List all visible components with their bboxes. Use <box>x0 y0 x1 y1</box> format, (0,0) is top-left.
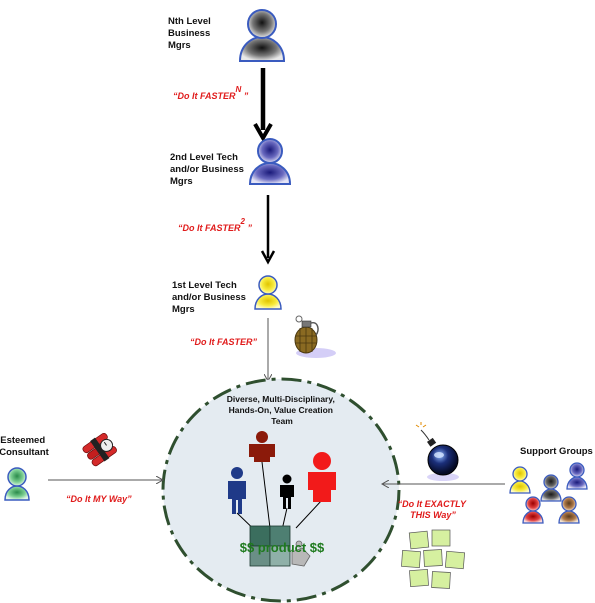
nth-level-person-icon <box>238 9 286 62</box>
first-level-person-icon <box>254 275 282 310</box>
team-member-blue-icon <box>228 467 246 514</box>
consultant-person-icon <box>4 467 30 501</box>
support-person-dark-icon <box>540 474 562 502</box>
consultant-label: Esteemed Consultant <box>0 435 50 458</box>
puzzle-icon <box>249 525 311 567</box>
quote-do-it-faster-n: “Do It FASTERN ” <box>173 85 249 101</box>
team-member-red-icon <box>249 431 275 462</box>
bomb-icon <box>415 422 459 481</box>
support-person-yellow-icon <box>509 466 531 494</box>
first-level-label: 1st Level Tech and/or Business Mgrs <box>172 280 249 315</box>
quote-do-it-faster: “Do It FASTER” <box>190 337 257 347</box>
sticky-notes-icon <box>401 529 466 589</box>
support-groups-label: Support Groups <box>520 446 593 457</box>
team-title: Diverse, Multi-Disciplinary, Hands-On, V… <box>227 394 337 426</box>
support-person-brown-icon <box>558 496 580 524</box>
quote-do-it-exactly-this-way: “Do It EXACTLY THIS Way” <box>398 499 469 520</box>
nth-level-label: Nth Level Business Mgrs <box>168 16 213 51</box>
dynamite-icon <box>82 432 117 467</box>
arrow-2nd-to-1st <box>260 195 276 265</box>
grenade-icon <box>294 315 336 358</box>
team-member-bright-red-icon <box>308 452 336 502</box>
product-label: $$ product $$ <box>240 540 325 555</box>
quote-do-it-my-way: “Do It MY Way” <box>66 494 132 504</box>
support-person-red-icon <box>522 496 544 524</box>
second-level-label: 2nd Level Tech and/or Business Mgrs <box>170 152 247 187</box>
arrow-nth-to-2nd <box>253 68 273 143</box>
quote-do-it-faster-2: “Do It FASTER2 ” <box>178 217 252 233</box>
second-level-person-icon <box>248 138 292 185</box>
support-person-blue-icon <box>566 462 588 490</box>
team-member-black-icon <box>280 474 294 509</box>
